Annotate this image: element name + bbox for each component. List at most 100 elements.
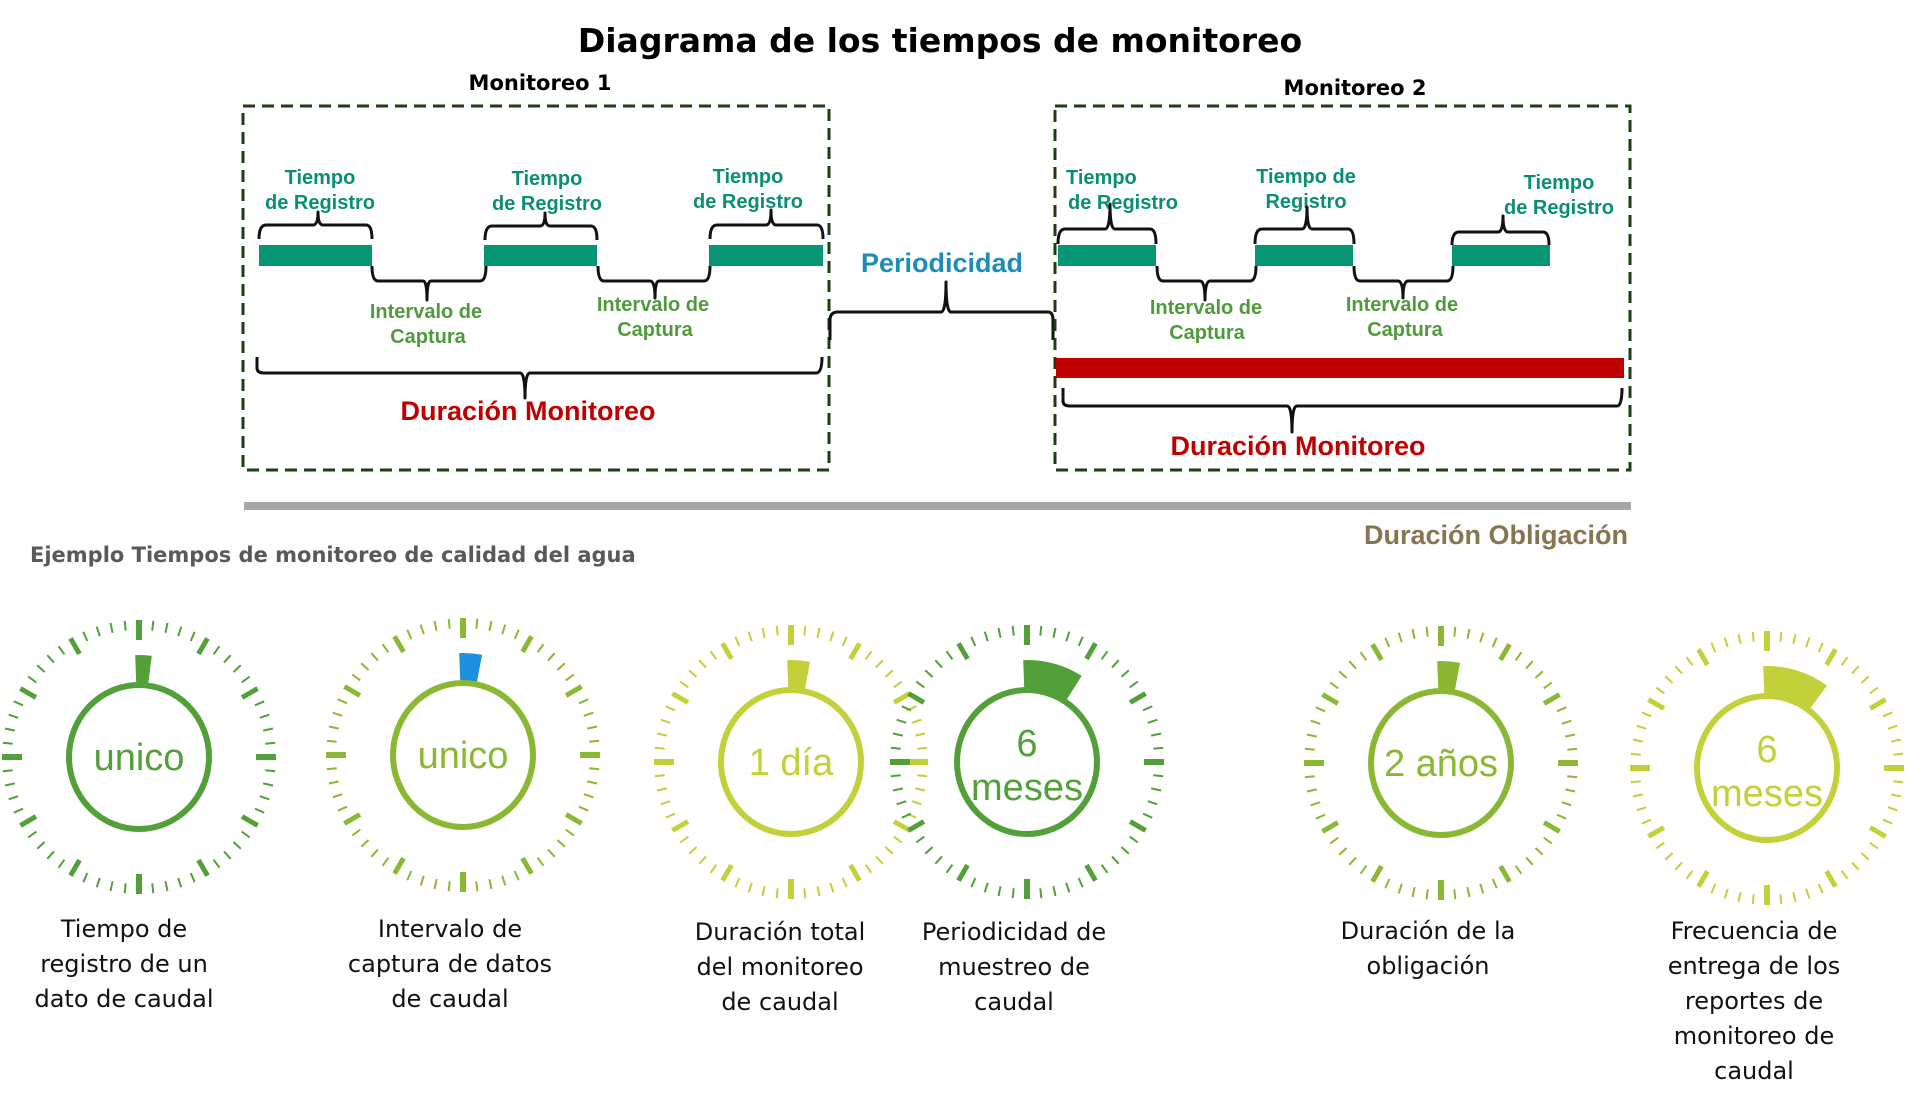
gauge-tick <box>829 631 835 642</box>
gauge-tick <box>1779 894 1783 905</box>
gauge-tick <box>1100 650 1109 660</box>
gauge-tick <box>848 863 862 882</box>
gauge-tick <box>1491 878 1498 889</box>
gauge-tick <box>761 627 766 639</box>
registro-label-line2: de Registro <box>1504 197 1614 219</box>
gauge-tick <box>164 880 169 892</box>
gauge-tick <box>875 659 884 669</box>
gauge-tick <box>1542 820 1561 834</box>
gauge-tick <box>1882 818 1893 825</box>
gauge-tick <box>370 848 379 858</box>
gauge-tick <box>1561 801 1572 807</box>
gauge-tick <box>1384 637 1391 648</box>
gauge-tick <box>1150 787 1162 792</box>
gauge-tick <box>896 718 907 724</box>
gauge-tick <box>1111 855 1120 865</box>
ejemplo-title: Ejemplo Tiempos de monitoreo de calidad … <box>30 543 636 567</box>
gauge-tick <box>1824 869 1838 888</box>
gauge-tick <box>556 839 566 848</box>
gauge-tick <box>1077 877 1084 888</box>
gauge-tick <box>262 782 274 787</box>
gauge-value: 1 día <box>749 742 834 784</box>
gauge-tick <box>332 793 343 799</box>
duracion-brace <box>255 356 824 400</box>
gauge-tick <box>447 881 451 892</box>
gauge-tick <box>1338 847 1348 856</box>
captura-brace <box>1155 265 1258 302</box>
gauge-tick <box>1840 656 1849 666</box>
registro-bar <box>1255 245 1353 266</box>
gauge-tick <box>1868 697 1887 711</box>
gauge-caption: Duración total <box>695 918 866 946</box>
monitoreo-2-label: Monitoreo 2 <box>1284 76 1427 100</box>
gauge-tick <box>151 883 155 894</box>
gauge-tick <box>679 835 689 844</box>
duracion-monitoreo-2-label: Duración Monitoreo <box>1171 431 1426 461</box>
registro-bar <box>1058 245 1156 266</box>
gauge-tick <box>433 620 438 632</box>
gauge-tick <box>1641 818 1652 825</box>
gauge-tick <box>1150 732 1162 737</box>
gauge-tick <box>864 650 873 660</box>
registro-label: Tiempo de Registro <box>693 166 803 213</box>
gauge-tick <box>254 807 265 814</box>
gauge-tick <box>1723 637 1729 648</box>
gauge-tick <box>1792 891 1797 903</box>
gauge-tick <box>1304 775 1315 779</box>
gauge-tick <box>1696 869 1710 888</box>
registro-label: Tiempo de Registro <box>1504 172 1614 219</box>
gauge-value: 6 <box>1756 729 1777 771</box>
registro-label-line2: de Registro <box>265 192 375 214</box>
gauge-tick <box>564 812 583 826</box>
gauge-tick <box>1120 669 1130 678</box>
gauge-tick <box>189 872 196 883</box>
registro-label: Tiempo de Registro <box>1066 167 1178 214</box>
gauge-tick <box>1737 633 1742 645</box>
gauge-tick <box>917 746 928 750</box>
gauge-tick <box>1887 806 1898 812</box>
gauge-tick <box>665 705 676 712</box>
gauge-tick <box>1647 697 1666 711</box>
gauge-tick <box>4 782 16 787</box>
gauge-tick <box>196 637 210 656</box>
duracion-monitoreo-1-label: Duración Monitoreo <box>401 396 656 426</box>
registro-bar <box>1452 245 1550 266</box>
gauge-tick <box>747 882 753 893</box>
gauge-tick <box>816 885 821 897</box>
gauge-tick <box>1817 883 1824 894</box>
gauge-tick <box>1310 801 1321 807</box>
gauge-tick <box>254 700 265 707</box>
gauge-tick <box>1084 863 1098 882</box>
gauge-tick <box>1011 888 1015 899</box>
gauge-tick <box>1100 864 1109 874</box>
captura-label: Intervalo de Captura <box>1346 294 1458 341</box>
gauge-tick <box>68 637 82 656</box>
gauge-caption: obligación <box>1367 952 1490 980</box>
gauge-caption: Tiempo de <box>60 915 187 943</box>
gauge-tick <box>1453 626 1457 637</box>
gauge-tick <box>1370 864 1384 883</box>
gauge-tick <box>1636 806 1647 812</box>
gauge-tick <box>1129 680 1139 689</box>
gauge-tick <box>1453 889 1457 900</box>
gauge-tick <box>1737 891 1742 903</box>
gauge-tick <box>1466 628 1471 640</box>
gauge-tick <box>332 711 343 717</box>
gauge-tick <box>1147 800 1158 806</box>
gauge-tick <box>419 624 425 635</box>
gauge-tick <box>1556 813 1567 820</box>
gauge-tick <box>1338 670 1348 679</box>
gauge-tick <box>578 805 589 812</box>
gauge-tick <box>892 787 904 792</box>
gauge-tick <box>1052 627 1057 639</box>
registro-label-line1: Tiempo <box>285 167 356 189</box>
gauge-tick <box>13 807 24 814</box>
gauge-tick <box>351 673 361 682</box>
gauge-tick <box>326 739 337 743</box>
gauge-tick <box>46 654 55 664</box>
gauge-tick <box>8 795 19 801</box>
